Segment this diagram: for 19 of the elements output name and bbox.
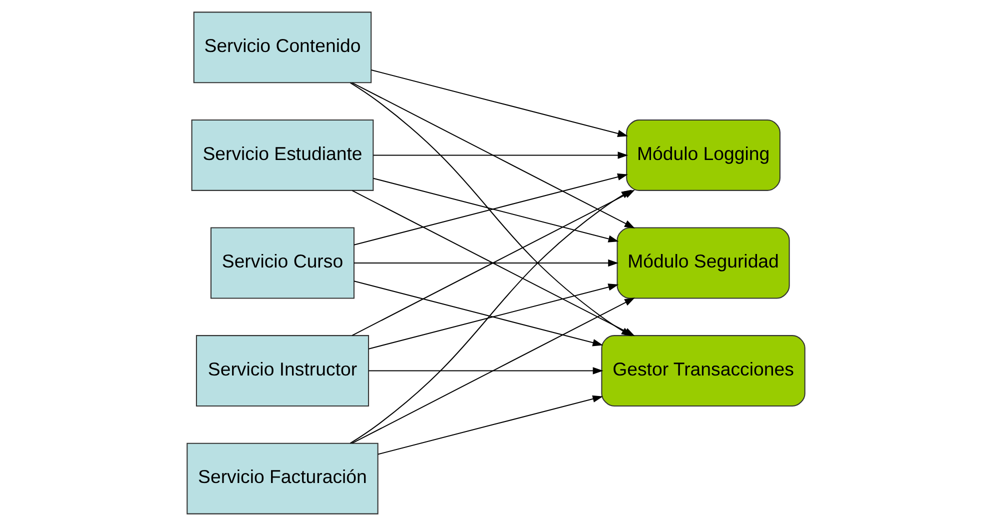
node-box: Gestor Transacciones <box>601 335 806 407</box>
arrow <box>371 70 628 138</box>
arrow <box>354 173 628 246</box>
arrow <box>350 190 632 444</box>
node-box: Servicio Contenido <box>193 12 372 84</box>
arrow <box>378 395 604 455</box>
arrow <box>373 152 628 159</box>
arrow <box>354 259 618 267</box>
node-box: Módulo Seguridad <box>616 227 790 299</box>
arrow <box>373 178 619 242</box>
node-box: Servicio Curso <box>210 227 355 299</box>
arrow <box>354 280 604 346</box>
node-box: Servicio Estudiante <box>191 119 374 191</box>
node-box: Servicio Facturación <box>186 442 378 514</box>
arrow <box>350 82 632 336</box>
arrow <box>368 284 619 350</box>
arrow <box>368 367 604 374</box>
node-box: Módulo Logging <box>626 119 780 191</box>
node-box: Servicio Instructor <box>196 335 370 407</box>
